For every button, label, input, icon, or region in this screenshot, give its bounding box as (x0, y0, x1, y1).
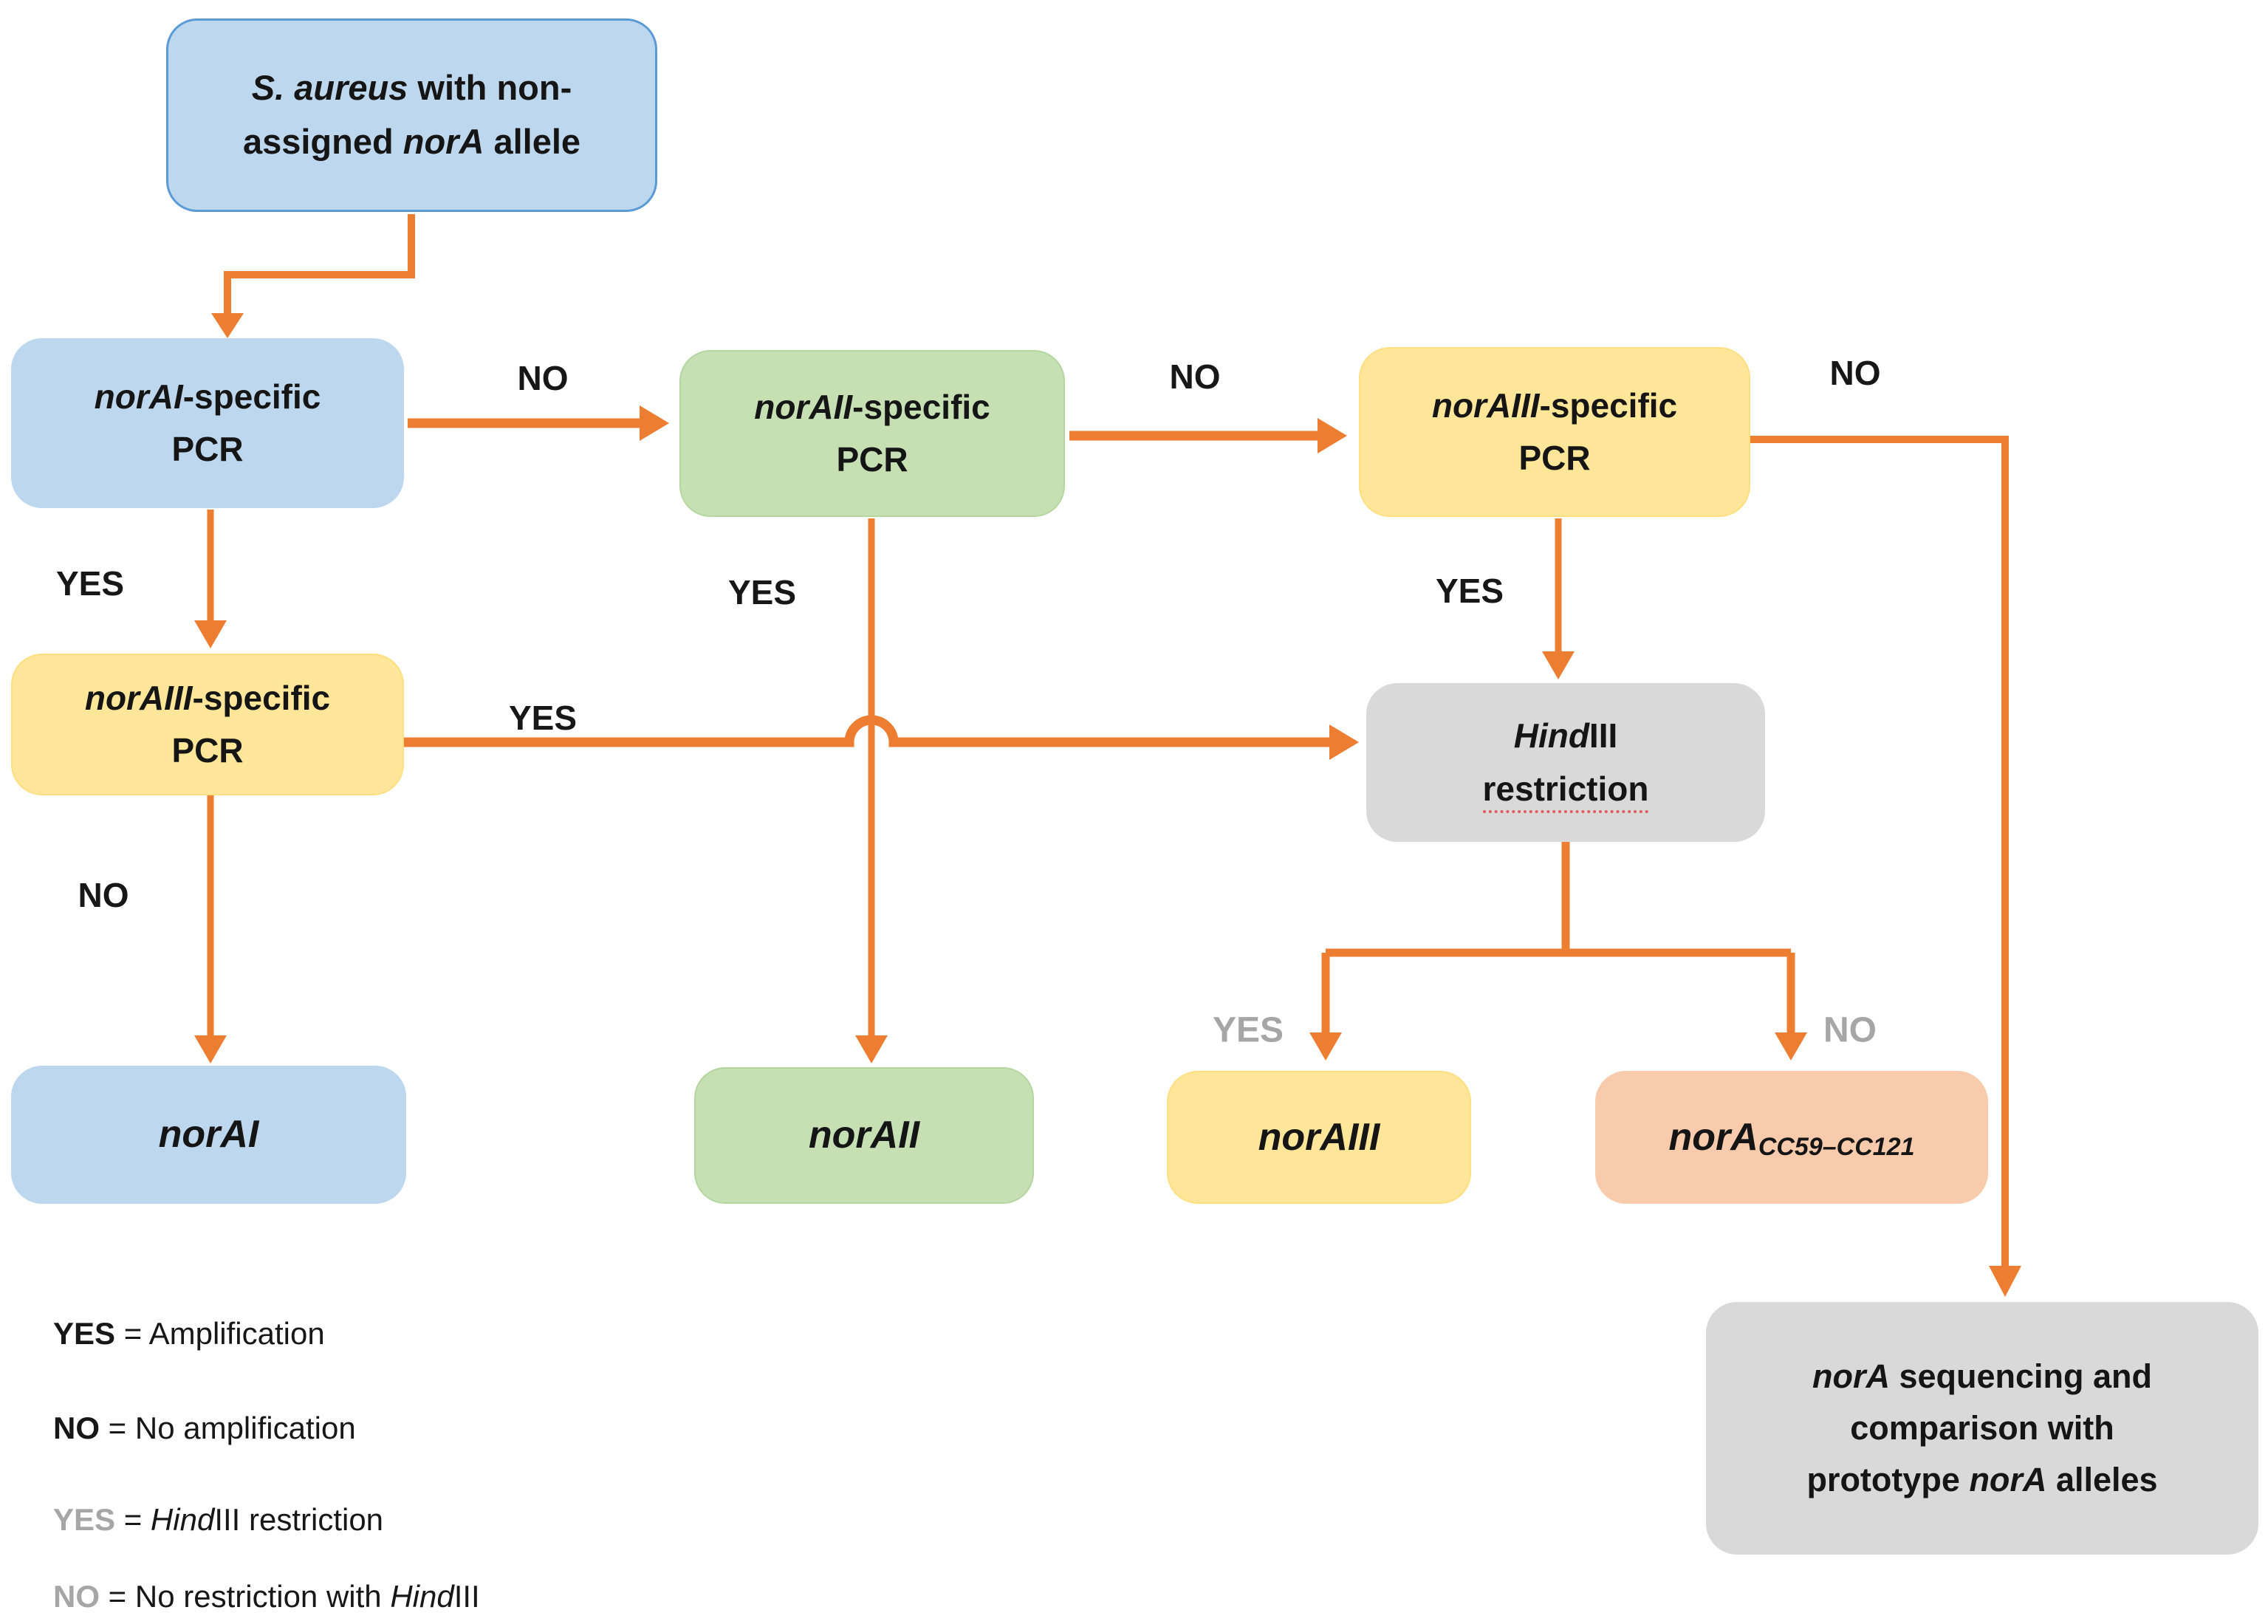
arrowhead (855, 1035, 888, 1063)
node-noraii-pcr: norAII-specific PCR (679, 350, 1065, 517)
gene-name: norAII (754, 387, 853, 426)
arrowhead (1309, 1032, 1342, 1061)
allele-subscript: CC59–CC121 (1758, 1133, 1915, 1162)
node-result-noraii: norAII (694, 1067, 1034, 1204)
arrowhead (1318, 418, 1347, 453)
node-norai-pcr: norAI-specific PCR (11, 338, 404, 508)
node-result-norai: norAI (11, 1066, 406, 1204)
legend-hindiii-restriction: YES = HindIII restriction (53, 1502, 384, 1537)
arrowhead (1989, 1266, 2021, 1297)
edge-label-yes-pcr1: YES (55, 564, 125, 603)
arrowhead (211, 313, 244, 338)
gene-name: norA (402, 122, 484, 161)
edge-label-no-restriction: NO (1823, 1010, 1877, 1050)
node-nora-sequencing: norA sequencing and comparison with prot… (1706, 1302, 2258, 1555)
gene-name: norAI (94, 377, 183, 416)
legend-key: NO (53, 1411, 100, 1445)
allele-label: norA (1668, 1115, 1758, 1159)
species-name: S. aureus (251, 68, 408, 108)
node-start: S. aureus with non- assigned norA allele (166, 18, 657, 212)
allele-label: norAIII (1258, 1115, 1380, 1159)
allele-label: norAI (158, 1113, 259, 1157)
edge-label-yes-pcr3-left: YES (508, 699, 578, 737)
node-result-noraiii: norAIII (1167, 1071, 1471, 1204)
gene-name: norAIII (1431, 386, 1540, 425)
legend-key: NO (53, 1579, 100, 1614)
legend-key: YES (53, 1502, 116, 1537)
edge-label-yes-pcr3-top: YES (1435, 572, 1504, 610)
arrowhead (1542, 651, 1575, 679)
edge-pcr3r-no-seq (1750, 436, 2009, 1267)
node-noraiii-pcr-left: norAIII-specific PCR (11, 654, 404, 795)
enzyme-name: Hind (390, 1579, 454, 1614)
enzyme-name: Hind (1513, 716, 1589, 756)
enzyme-name: Hind (150, 1502, 215, 1537)
edge-label-no-pcr1-pcr2: NO (517, 359, 569, 397)
gene-name: norAIII (84, 678, 193, 717)
arrowhead (640, 405, 669, 441)
allele-label: norAII (808, 1114, 920, 1157)
legend-key: YES (53, 1316, 116, 1351)
restriction-word: restriction (1482, 769, 1649, 813)
legend-no-amplification: NO = No amplification (53, 1411, 356, 1445)
node-result-nora-cc59-cc121: norACC59–CC121 (1595, 1071, 1988, 1204)
arrowhead (194, 1035, 227, 1063)
edge-label-no-pcr3-seq: NO (1829, 354, 1881, 392)
edge-pcr3l-yes-hind (404, 715, 1329, 747)
gene-name: norA (1969, 1460, 2047, 1498)
arrowhead (1329, 724, 1359, 760)
edge-label-no-pcr3-left: NO (78, 876, 129, 914)
node-hindiii-restriction: HindIII restriction (1366, 683, 1765, 842)
arrowhead (194, 620, 227, 648)
edge-start-to-pcr1 (224, 214, 415, 315)
node-noraiii-pcr-top: norAIII-specific PCR (1359, 347, 1750, 517)
edge-label-yes-pcr2: YES (727, 573, 797, 611)
arrowhead (1775, 1032, 1807, 1061)
edge-label-no-pcr2-pcr3: NO (1169, 357, 1221, 396)
legend-amplification: YES = Amplification (53, 1316, 325, 1351)
edge-label-yes-restriction: YES (1212, 1010, 1284, 1050)
gene-name: norA (1812, 1357, 1890, 1396)
legend-no-restriction: NO = No restriction with HindIII (53, 1579, 480, 1614)
edge-hind-split (1321, 842, 1795, 1034)
